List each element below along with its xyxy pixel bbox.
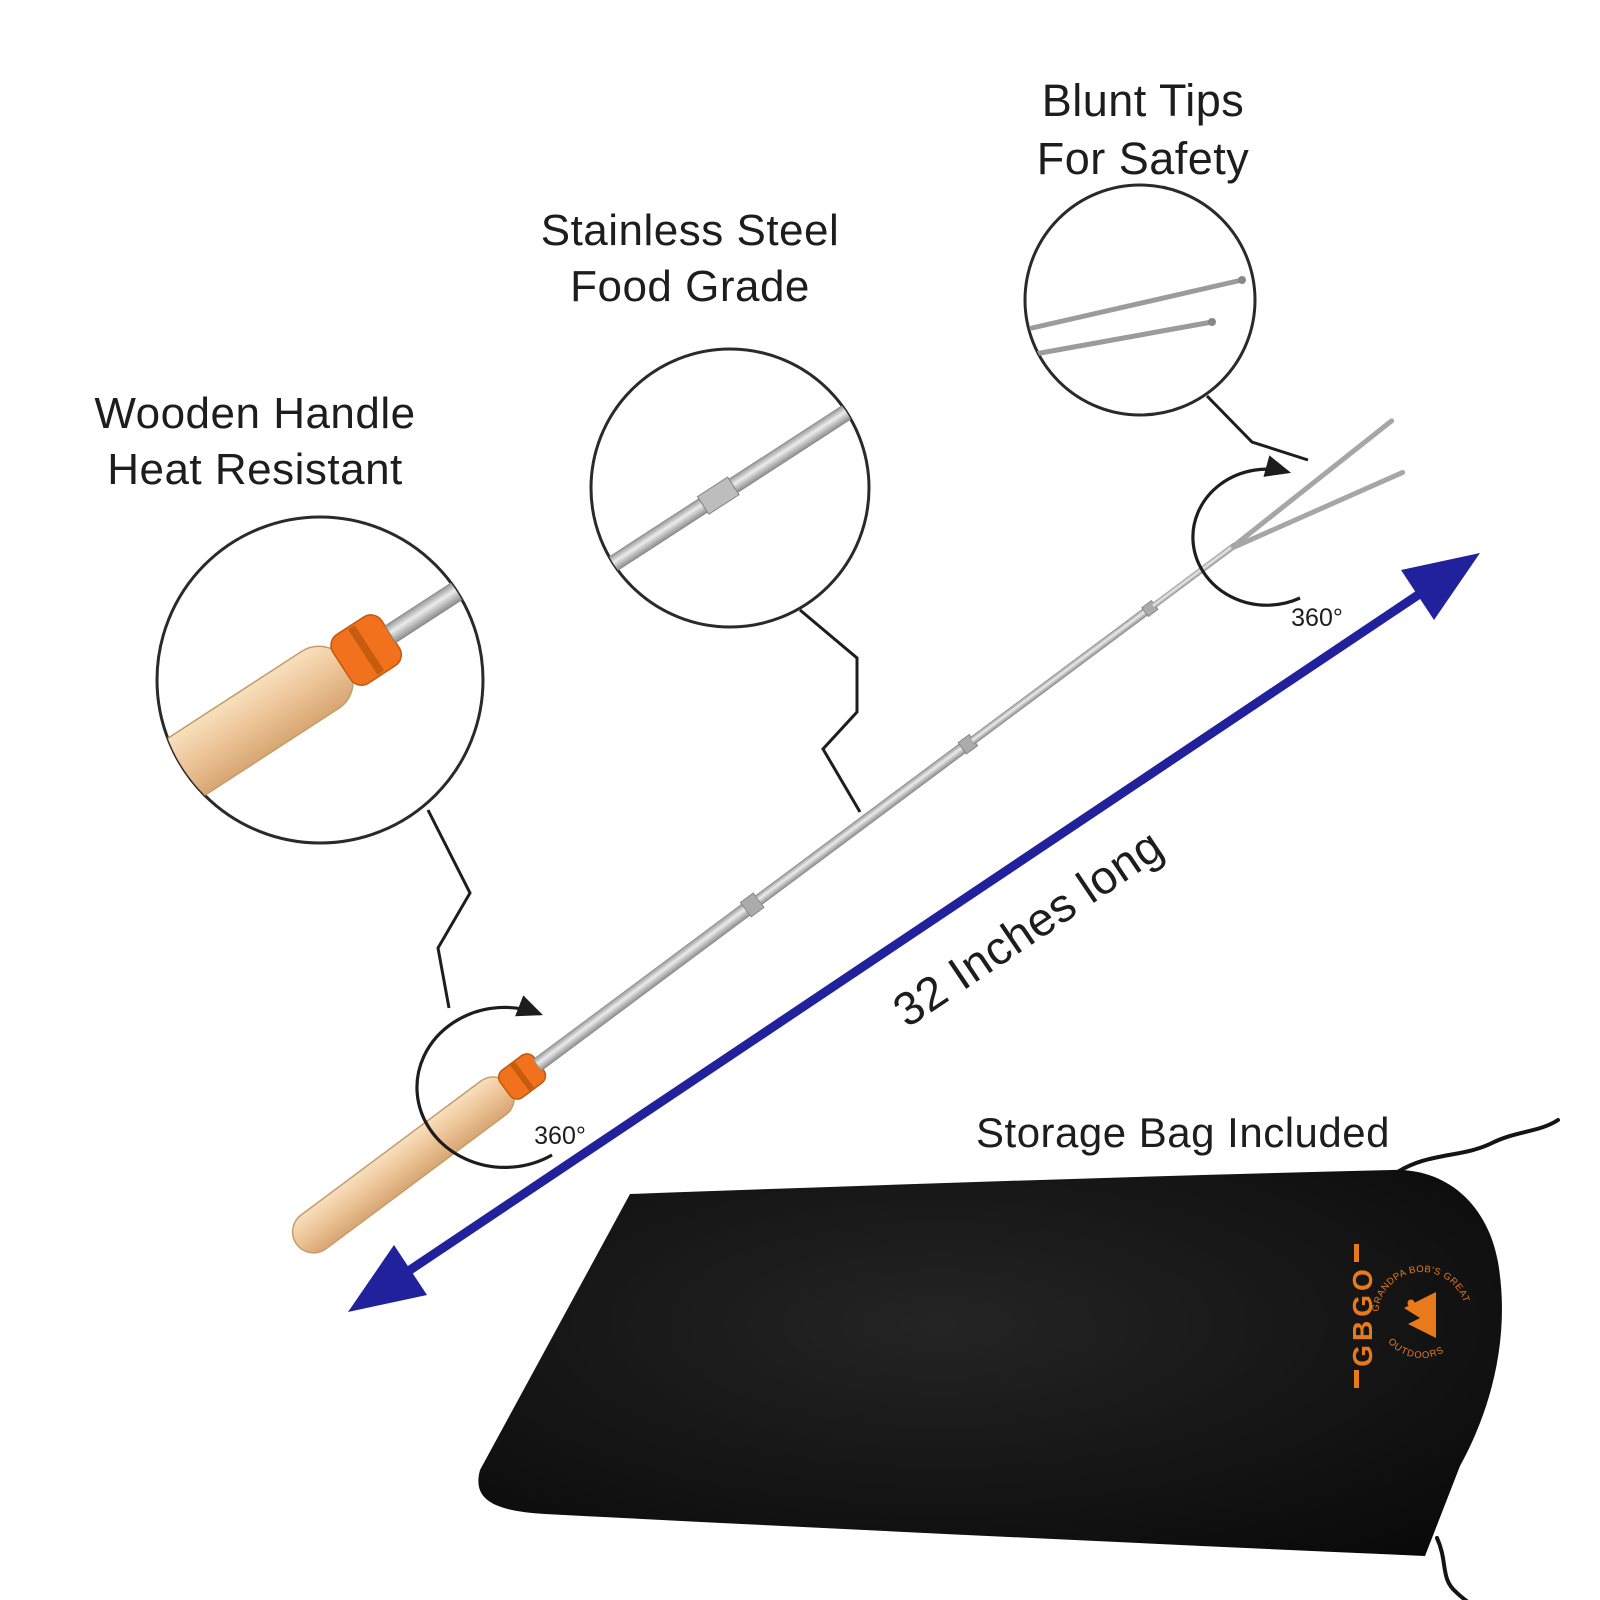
label-blunt-tips-line1: Blunt Tips — [1041, 75, 1245, 126]
logo-bar-2 — [1354, 1370, 1359, 1388]
logo-moon-icon — [1407, 1299, 1415, 1307]
rotation-arrow-right — [1191, 455, 1301, 607]
logo-mountains-icon — [1404, 1292, 1436, 1338]
label-blunt-tips-line2: For Safety — [1036, 132, 1250, 184]
rod-segment-4 — [1151, 542, 1237, 609]
connector-blunt-tips — [1205, 394, 1309, 462]
rod-segment-3 — [969, 607, 1150, 745]
rod-segment-1 — [532, 902, 752, 1072]
fork-prong-1 — [1230, 418, 1395, 549]
collar-groove — [510, 1061, 535, 1092]
storage-bag: GBGO GRANDPA BOB'S GREAT OUTDOORS — [478, 1118, 1560, 1600]
rod-segment-2 — [754, 742, 968, 905]
label-stainless-line1: Stainless Steel — [540, 206, 840, 255]
label-wooden-line2: Heat Resistant — [107, 445, 403, 495]
zoom-prong-2 — [1032, 319, 1215, 357]
label-wooden-line1: Wooden Handle — [94, 389, 416, 438]
label-stainless-line2: Food Grade — [570, 262, 810, 312]
bag-body — [478, 1169, 1502, 1556]
zoom-collar-groove — [348, 625, 385, 675]
stainless-zoom — [591, 382, 869, 594]
rotation-arrow-left — [415, 995, 553, 1169]
label-storage-bag: Storage Bag Included — [976, 1109, 1390, 1156]
gbgo-logo-text: GBGO — [1347, 1265, 1378, 1367]
length-arrow-tail-head — [348, 1245, 427, 1312]
callout-connectors — [426, 394, 1309, 1009]
label-blunt-tips: Blunt Tips For Safety — [1037, 72, 1250, 187]
connector-wooden-handle — [426, 809, 472, 1009]
length-arrow-shaft — [407, 591, 1421, 1274]
logo-bar-1 — [1354, 1244, 1359, 1262]
drawstring-bottom — [1435, 1536, 1469, 1600]
length-arrow-head — [1401, 553, 1480, 620]
label-360-left: 360° — [534, 1122, 586, 1150]
zoom-prong-1 — [1029, 277, 1245, 331]
zoom-rod-joint — [696, 476, 740, 515]
label-360-right: 360° — [1291, 604, 1343, 632]
fork-prong-2 — [1231, 469, 1406, 550]
callout-circle-blunt-tips — [1023, 183, 1257, 417]
product-stick — [291, 418, 1406, 1254]
blunt-tips-zoom — [1029, 276, 1246, 357]
connector-stainless — [799, 608, 862, 813]
zoom-blunt-tip-2 — [1208, 318, 1216, 326]
label-wooden-handle: Wooden Handle Heat Resistant — [94, 386, 415, 499]
drawstring-top — [1394, 1118, 1560, 1175]
length-arrow — [348, 553, 1480, 1312]
label-stainless-steel: Stainless Steel Food Grade — [541, 203, 840, 316]
zoom-blunt-tip-1 — [1238, 276, 1246, 284]
